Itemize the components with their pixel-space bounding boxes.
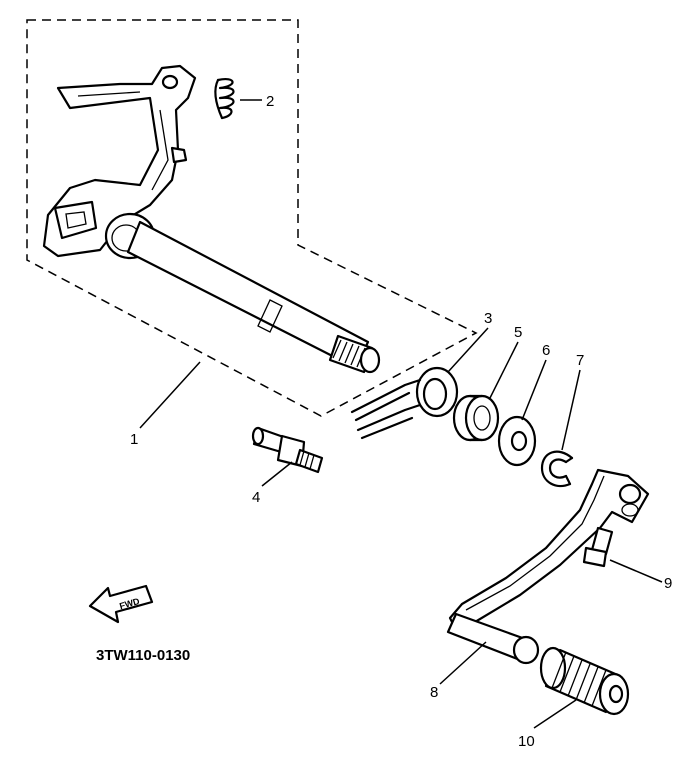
part-label-2: 2 <box>266 93 274 110</box>
drawing-code: 3TW110-0130 <box>96 647 190 664</box>
part-pedal-rubber <box>539 646 630 716</box>
part-label-1: 1 <box>130 431 138 448</box>
part-stud-bolt <box>251 426 324 474</box>
part-washer <box>497 415 537 467</box>
part-pinch-bolt <box>582 526 614 568</box>
leader-4 <box>261 461 293 487</box>
part-label-4: 4 <box>252 489 260 506</box>
leader-7 <box>561 369 581 451</box>
part-label-5: 5 <box>514 324 522 341</box>
part-torsion-spring <box>350 366 459 440</box>
part-label-7: 7 <box>576 352 584 369</box>
part-label-3: 3 <box>484 310 492 327</box>
part-label-9: 9 <box>664 575 672 592</box>
part-oil-seal <box>452 394 500 442</box>
part-spring <box>214 78 235 120</box>
leader-1 <box>139 361 201 429</box>
part-label-8: 8 <box>430 684 438 701</box>
part-label-6: 6 <box>542 342 550 359</box>
part-shift-shaft <box>42 64 381 374</box>
leader-9 <box>609 559 663 583</box>
leader-5 <box>489 341 519 399</box>
leader-6 <box>521 359 547 421</box>
leader-3 <box>447 327 489 373</box>
leader-8 <box>439 641 487 685</box>
part-label-10: 10 <box>518 733 535 750</box>
part-circlip <box>540 450 574 488</box>
forward-arrow-icon: FWD <box>88 584 154 624</box>
part-shift-pedal <box>446 468 650 665</box>
assembly-boundary <box>26 19 478 417</box>
leader-10 <box>533 699 577 729</box>
